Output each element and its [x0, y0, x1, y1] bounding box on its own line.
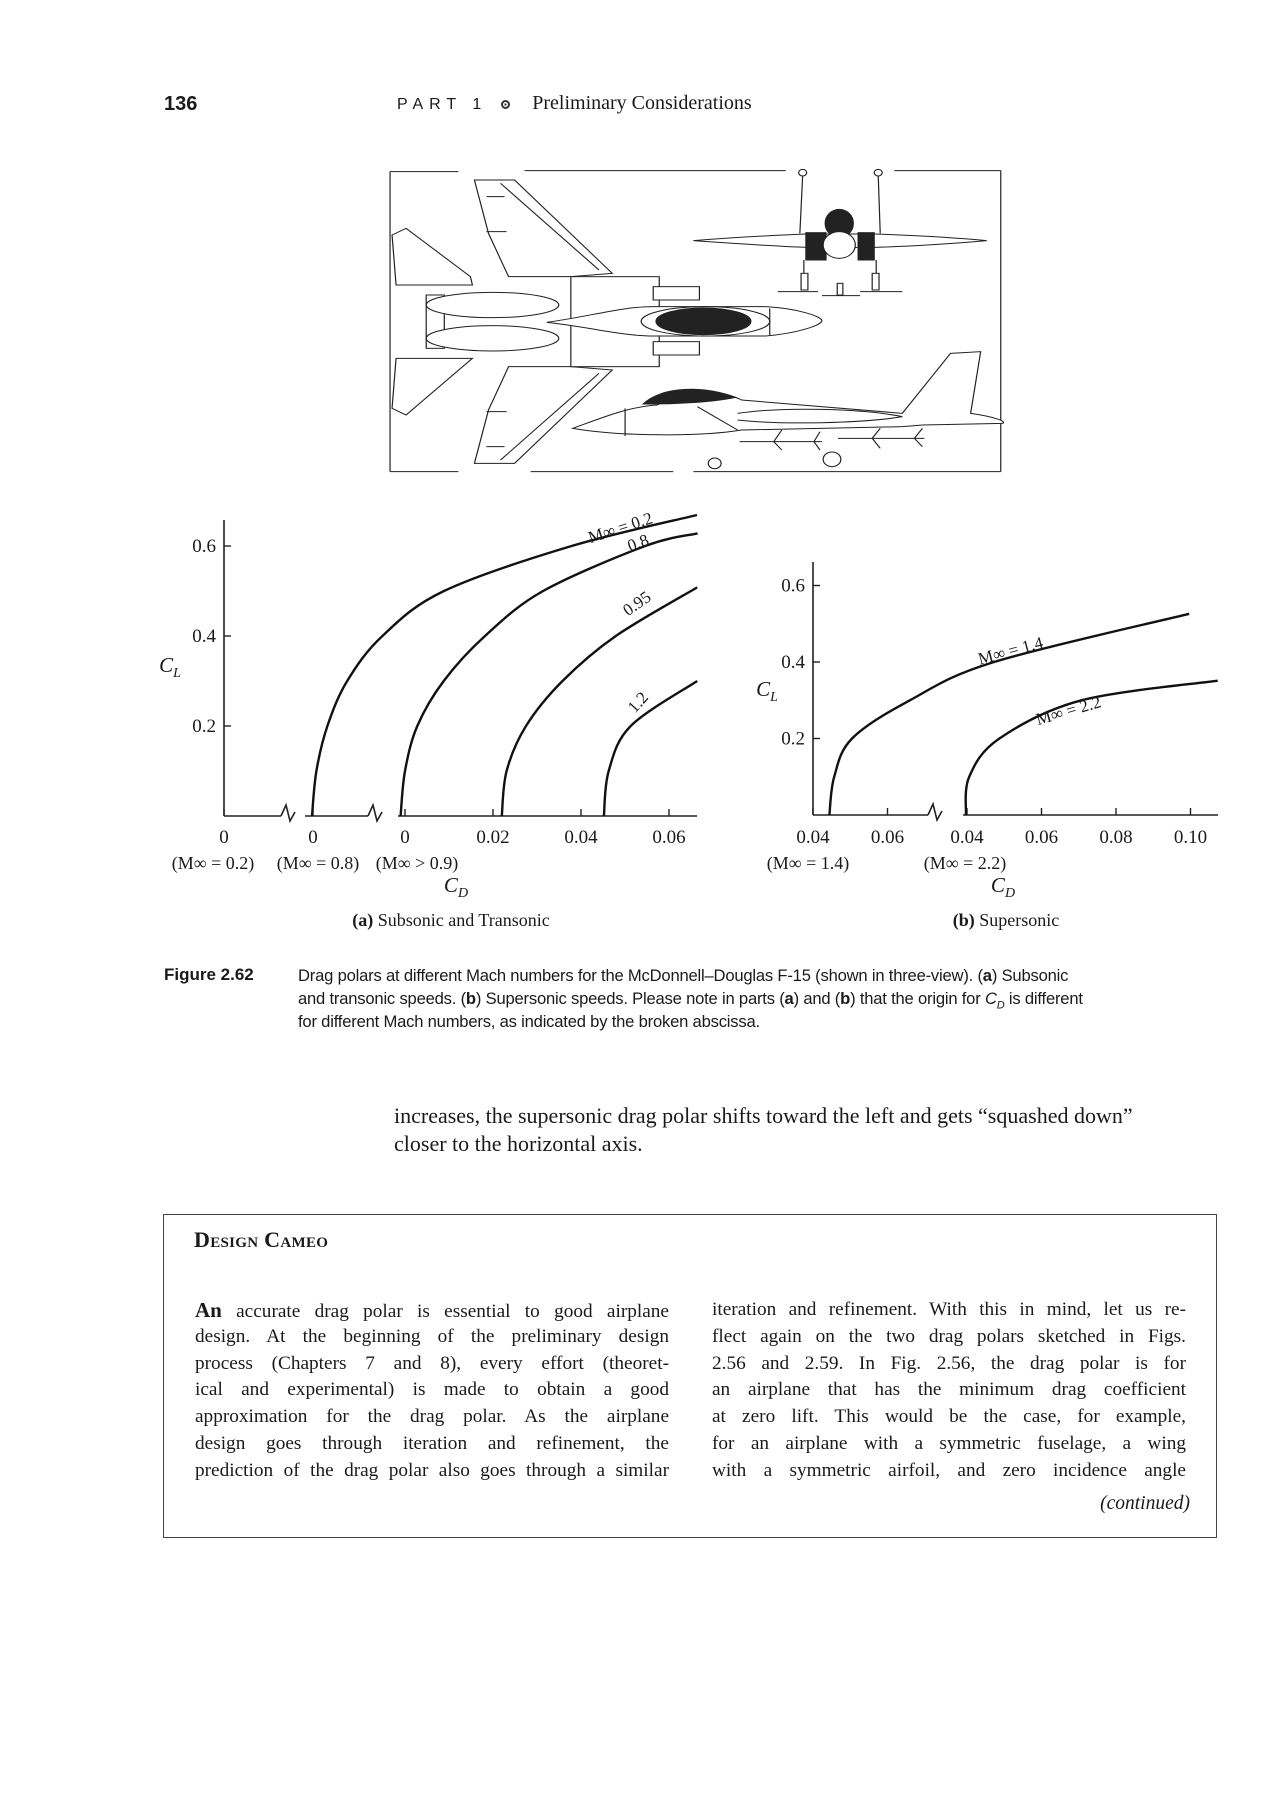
- y-axis-label: CL: [159, 653, 181, 681]
- cameo-text-line: An accurate drag polar is essential to g…: [195, 1297, 669, 1323]
- y-axis-label: CL: [756, 677, 778, 705]
- x-origin-label: (M∞ = 1.4): [767, 853, 849, 874]
- caption-text: Drag polars at different Mach numbers fo…: [298, 966, 983, 985]
- y-tick-label: 0.4: [781, 652, 805, 673]
- cameo-text-line: flect again on the two drag polars sketc…: [712, 1325, 1186, 1347]
- x-origin-label: (M∞ = 0.2): [172, 853, 254, 874]
- x-origin-label: (M∞ > 0.9): [376, 853, 458, 874]
- caption-text: ) that the origin for: [850, 989, 985, 1008]
- drag-polar-curve: [964, 679, 1218, 816]
- axis-break-icon: [927, 801, 943, 823]
- x-tick-label: 0.04: [564, 827, 598, 848]
- cameo-text-line: 2.56 and 2.59. In Fig. 2.56, the drag po…: [712, 1352, 1186, 1374]
- caption-text: ) Supersonic speeds. Please note in part…: [475, 989, 785, 1008]
- x-origin-label: (M∞ = 2.2): [924, 853, 1006, 874]
- cameo-text-line: with a symmetric airfoil, and zero incid…: [712, 1459, 1186, 1481]
- body-text-line: closer to the horizontal axis.: [394, 1131, 643, 1156]
- section-title: Preliminary Considerations: [532, 92, 752, 114]
- chart-panel-a: 0.2 0.4 0.6CL 0 (M∞ = 0.2) 0 (M∞ = 0.8) 0 0.02 0.…: [159, 508, 698, 931]
- figure-frame: [389, 170, 1002, 473]
- x-tick-label: 0.08: [1099, 827, 1132, 848]
- x-tick-label: 0.06: [1025, 827, 1058, 848]
- curve-label: M∞ = 1.4: [976, 633, 1046, 669]
- caption-symbol-subscript: D: [996, 999, 1005, 1012]
- bullet-icon: [501, 99, 511, 109]
- panel-subtitle: (a) Subsonic and Transonic: [352, 910, 550, 931]
- x-tick-label: 0.10: [1174, 827, 1207, 848]
- cameo-text-line: approximation for the drag polar. As the…: [195, 1406, 669, 1428]
- design-cameo-box: Design Cameo An accurate drag polar is e…: [163, 1214, 1217, 1538]
- cameo-text-line: ical and experimental) is made to obtain…: [195, 1379, 669, 1401]
- x-origin-label: (M∞ = 0.8): [277, 853, 359, 874]
- cameo-text-line: for an airplane with a symmetric fuselag…: [712, 1433, 1186, 1454]
- body-text-line: increases, the supersonic drag polar shi…: [394, 1103, 1133, 1128]
- cameo-text-line: process (Chapters 7 and 8), every effort…: [195, 1352, 669, 1374]
- caption-symbol: C: [984, 989, 997, 1008]
- x-tick-label: 0.06: [871, 827, 904, 848]
- y-tick-label: 0.6: [192, 536, 216, 557]
- caption-part-ref: a: [982, 966, 992, 985]
- caption-text: ) and (: [793, 989, 841, 1008]
- drag-polar-curve: [399, 532, 698, 817]
- curve-label: M∞ = 2.2: [1034, 692, 1103, 729]
- x-tick-label: 0: [308, 827, 318, 848]
- x-tick-label: 0.06: [652, 827, 685, 848]
- canopy: [655, 307, 752, 336]
- axis-break-icon: [367, 802, 383, 824]
- cameo-text-line: at zero lift. This would be the case, fo…: [712, 1406, 1186, 1428]
- y-tick-label: 0.2: [192, 716, 216, 737]
- caption-text: ) Subsonic: [991, 966, 1069, 985]
- caption-text: is different: [1004, 989, 1083, 1008]
- running-head: PART 1 Preliminary Considerations: [397, 92, 752, 115]
- chart-panel-b: 0.2 0.4 0.6CL 0.04 0.06 (M∞ = 1.4) 0.04 0.06 0.0…: [756, 562, 1218, 931]
- cameo-text-line: an airplane that has the minimum drag co…: [712, 1379, 1186, 1401]
- cameo-text: accurate drag polar is essential to good…: [221, 1301, 669, 1322]
- x-tick-label: 0.02: [476, 827, 509, 848]
- part-label: PART 1: [397, 96, 488, 113]
- cameo-text-line: iteration and refinement. With this in m…: [712, 1299, 1186, 1320]
- caption-line-2: and transonic speeds. (b) Supersonic spe…: [298, 989, 1190, 1011]
- caption-line-1: Drag polars at different Mach numbers fo…: [298, 966, 1190, 986]
- front-view: [693, 168, 987, 297]
- plan-view: [391, 179, 823, 464]
- cameo-lead-word: An: [195, 1298, 222, 1322]
- x-tick-label: 0: [400, 827, 410, 848]
- axis-break-icon: [280, 802, 296, 824]
- x-axis-label: CD: [991, 873, 1015, 901]
- caption-line-3: for different Mach numbers, as indicated…: [298, 1012, 760, 1031]
- continued-note: (continued): [1100, 1493, 1190, 1514]
- y-tick-label: 0.6: [781, 576, 805, 597]
- drag-polar-curve: [500, 586, 698, 817]
- caption-part-ref: b: [465, 989, 476, 1008]
- x-tick-label: 0: [219, 827, 229, 848]
- x-axis-label: CD: [444, 873, 468, 901]
- aircraft-three-view-drawing: [389, 168, 1005, 473]
- y-tick-label: 0.2: [781, 729, 805, 750]
- cameo-text-line: prediction of the drag polar also goes t…: [195, 1459, 669, 1481]
- drag-polar-charts: 0.2 0.4 0.6CL 0 (M∞ = 0.2) 0 (M∞ = 0.8) 0 0.02 0.…: [159, 508, 1218, 931]
- caption-part-ref: b: [840, 989, 851, 1008]
- drag-polar-curve: [602, 680, 698, 817]
- x-tick-label: 0.04: [796, 827, 830, 848]
- x-tick-label: 0.04: [950, 827, 984, 848]
- cameo-title: Design Cameo: [194, 1227, 329, 1252]
- drag-polar-curve: [310, 513, 698, 817]
- y-tick-label: 0.4: [192, 626, 216, 647]
- cameo-text-line: design. At the beginning of the prelimin…: [195, 1325, 669, 1347]
- panel-subtitle: (b) Supersonic: [953, 910, 1060, 931]
- page-number: 136: [164, 93, 198, 115]
- caption-text: and transonic speeds. (: [298, 989, 466, 1008]
- side-view: [570, 351, 1005, 470]
- figure-label: Figure 2.62: [164, 965, 254, 984]
- cameo-text-line: design goes through iteration and refine…: [195, 1433, 669, 1454]
- caption-part-ref: a: [784, 989, 794, 1008]
- drag-polar-curve: [828, 612, 1190, 816]
